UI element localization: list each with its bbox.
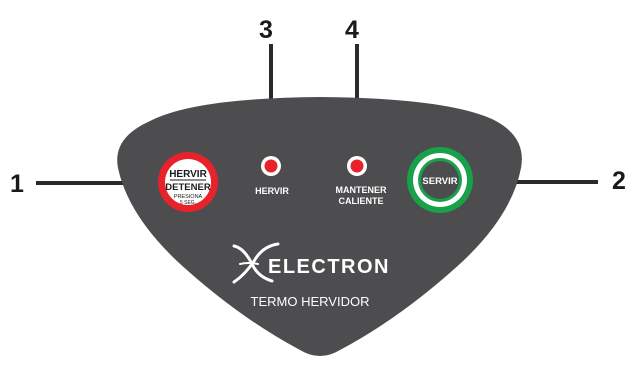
brand-logo-text: ELECTRON — [268, 256, 390, 278]
boil-stop-label-4: 5 SEG. — [180, 200, 196, 206]
keep-warm-label-line-2: CALIENTE — [339, 196, 384, 206]
control-panel-body — [117, 97, 522, 356]
callout-number-3: 3 — [259, 16, 273, 44]
keep-warm-label-line-1: MANTENER — [336, 185, 387, 195]
boil-indicator-label: HERVIR — [255, 186, 289, 196]
electron-logo: ELECTRON — [232, 242, 390, 284]
boil-stop-button[interactable]: HERVIR DETENER PRESIONA 5 SEG. — [158, 152, 218, 212]
product-name: TERMO HERVIDOR — [251, 294, 370, 309]
callout-number-2: 2 — [612, 167, 626, 195]
boil-stop-label-2: DETENER — [165, 182, 211, 193]
serve-button-label: SERVIR — [422, 176, 457, 187]
serve-button[interactable]: SERVIR — [407, 147, 473, 213]
electron-logo-mark — [232, 242, 280, 284]
callout-number-1: 1 — [10, 170, 24, 198]
keep-warm-indicator-light — [347, 156, 367, 176]
boil-indicator-light — [261, 156, 281, 176]
callout-number-4: 4 — [345, 16, 359, 44]
boil-stop-label-1: HERVIR — [169, 169, 207, 180]
boil-stop-label-3: PRESIONA — [174, 194, 203, 200]
